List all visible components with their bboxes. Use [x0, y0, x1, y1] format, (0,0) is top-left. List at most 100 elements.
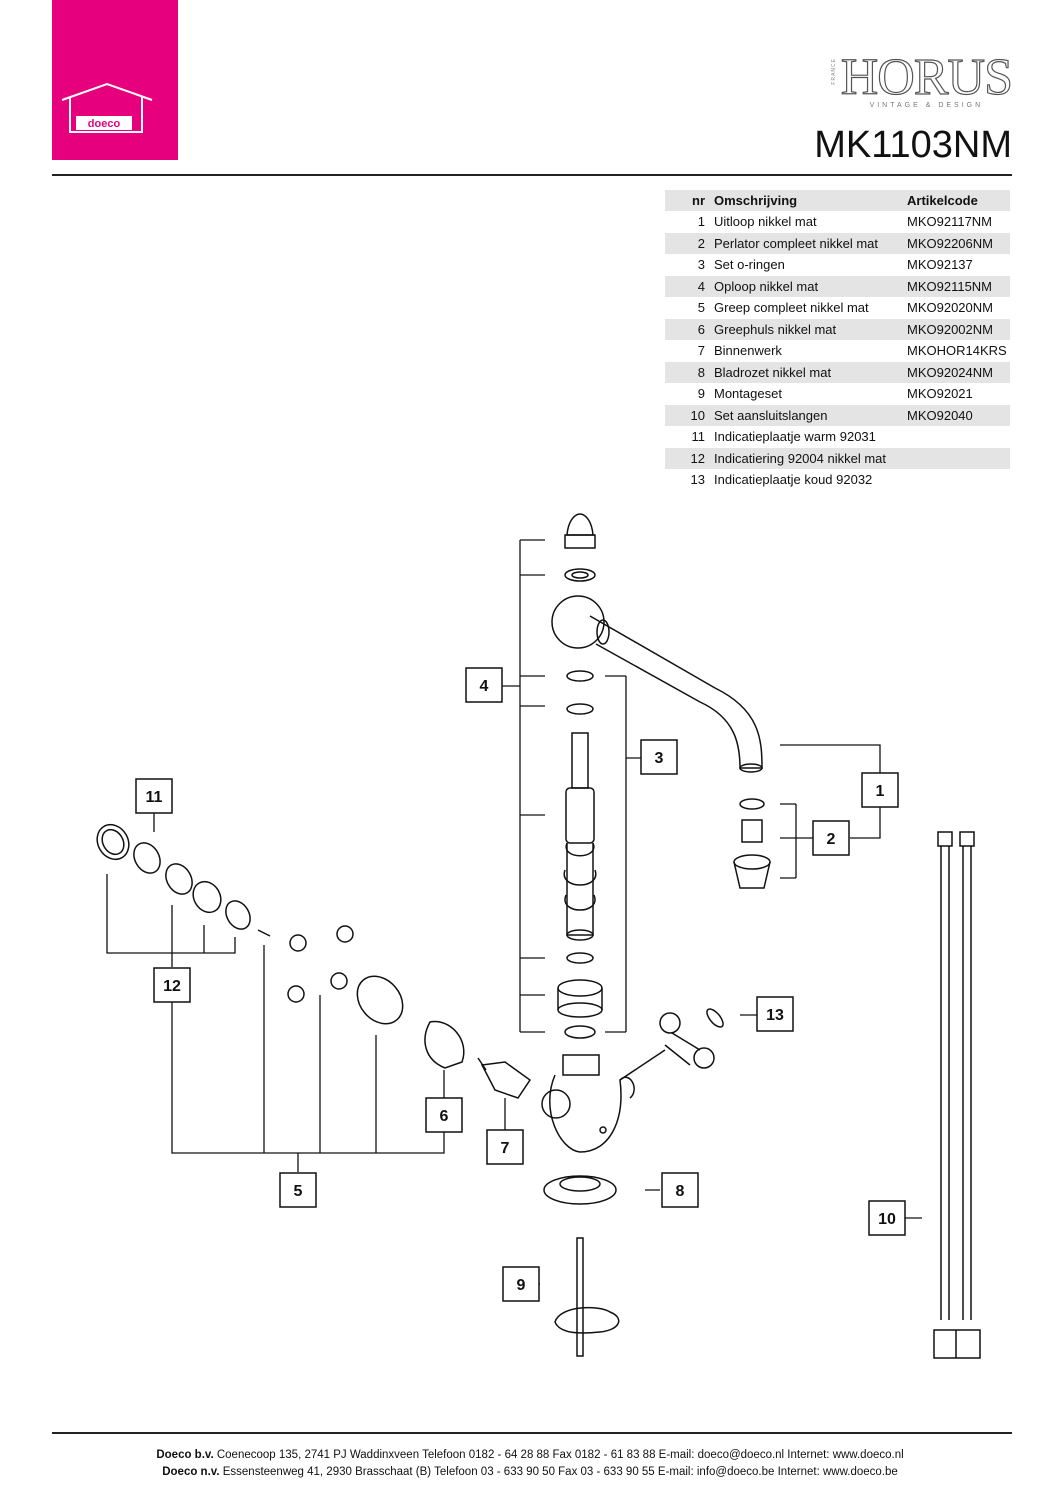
cell-nr: 13 [690, 472, 705, 488]
part-cap-nut [564, 513, 596, 549]
col-header-description: Omschrijving [714, 190, 907, 211]
part-rosette [543, 1175, 617, 1205]
footer-address-nl: Coenecoop 135, 2741 PJ Waddinxveen Telef… [216, 1449, 904, 1461]
cell-code: MKOHOR14KRS [907, 343, 1007, 359]
callout-11: 11 [146, 789, 163, 806]
cell-description: Montageset [714, 386, 782, 402]
cell-description: Set o-ringen [714, 257, 785, 273]
house-logo-icon: doeco [61, 82, 153, 133]
part-cartridge [477, 1057, 532, 1099]
callout-7: 7 [501, 1140, 510, 1157]
brand-name: HORUS [840, 49, 1013, 106]
part-handle-balls [257, 925, 354, 1003]
part-tap-body [541, 1049, 666, 1153]
table-row: 1 Uitloop nikkel mat MKO92117NM [665, 211, 1010, 233]
part-right-handle [659, 1008, 724, 1069]
callout-1: 1 [876, 783, 885, 800]
cell-description: Uitloop nikkel mat [714, 214, 817, 230]
brand-country: FRANCE [830, 58, 837, 85]
col-header-nr: nr [665, 190, 714, 211]
cell-nr: 7 [697, 343, 705, 359]
part-tube [563, 732, 597, 941]
cell-nr: 8 [665, 361, 714, 383]
cell-nr: 1 [697, 214, 705, 230]
footer-divider [52, 1432, 1012, 1434]
part-spout [551, 595, 763, 773]
cell-description: Binnenwerk [714, 343, 782, 359]
part-o-rings [564, 670, 596, 1039]
cell-nr: 4 [665, 275, 714, 297]
cell-code: MKO92137 [907, 257, 973, 273]
callout-2: 2 [827, 831, 836, 848]
footer-company-be: Doeco n.v. [162, 1466, 220, 1478]
cell-description: Oploop nikkel mat [714, 275, 907, 297]
footer-line-nl: Doeco b.v. Coenecoop 135, 2741 PJ Waddin… [0, 1447, 1060, 1464]
leader-lines [106, 539, 922, 1285]
part-hoses [933, 831, 981, 1359]
cell-nr: 9 [697, 386, 705, 402]
callout-4: 4 [480, 678, 489, 695]
cell-description: Greephuls nikkel mat [714, 318, 907, 340]
part-indicator-rings [96, 823, 251, 930]
cell-code: MKO92024NM [907, 361, 1010, 383]
callout-6: 6 [440, 1108, 449, 1125]
part-washer [564, 568, 596, 582]
table-row: 3 Set o-ringen MKO92137 [665, 254, 1010, 276]
part-aerator [733, 798, 771, 889]
cell-description: Bladrozet nikkel mat [714, 361, 907, 383]
callout-boxes [135, 667, 906, 1302]
cell-code: MKO92206NM [907, 232, 1010, 254]
part-mounting-set [554, 1237, 620, 1357]
part-nut [557, 979, 603, 1018]
cell-description: Indicatieplaatje warm 92031 [714, 429, 876, 445]
footer-address-be: Essensteenweg 41, 2930 Brasschaat (B) Te… [222, 1466, 898, 1478]
logo-text: doeco [88, 118, 121, 130]
horus-brand: FRANCE HORUS VINTAGE & DESIGN [831, 49, 1014, 109]
cell-code: MKO92040 [907, 404, 1010, 426]
cell-code [907, 426, 1010, 448]
model-number: MK1103NM [814, 124, 1012, 166]
part-handle-sleeve [356, 975, 465, 1069]
callout-3: 3 [655, 750, 664, 767]
cell-code: MKO92117NM [907, 214, 993, 230]
callout-8: 8 [676, 1183, 685, 1200]
cell-nr: 6 [665, 318, 714, 340]
cell-description: Indicatieplaatje koud 92032 [714, 472, 873, 488]
cell-code [907, 447, 1010, 469]
brand-tagline: VINTAGE & DESIGN [869, 102, 984, 109]
callout-10: 10 [878, 1211, 896, 1228]
callout-13: 13 [766, 1007, 784, 1024]
footer-line-be: Doeco n.v. Essensteenweg 41, 2930 Brassc… [0, 1464, 1060, 1481]
exploded-view-diagram: 1 2 3 4 5 6 7 8 9 10 11 12 13 [96, 513, 981, 1359]
cell-code: MKO92020NM [907, 300, 993, 316]
callout-9: 9 [517, 1277, 526, 1294]
cell-nr: 5 [697, 300, 705, 316]
cell-code [907, 469, 1010, 491]
cell-nr: 3 [697, 257, 705, 273]
table-row: 13 Indicatieplaatje koud 92032 [665, 469, 1010, 491]
table-row: 7 Binnenwerk MKOHOR14KRS [665, 340, 1010, 362]
cell-nr: 12 [665, 447, 714, 469]
col-header-code: Artikelcode [907, 190, 1010, 211]
callout-5: 5 [294, 1183, 303, 1200]
footer: Doeco b.v. Coenecoop 135, 2741 PJ Waddin… [0, 1447, 1060, 1481]
cell-description: Set aansluitslangen [714, 404, 907, 426]
footer-company-nl: Doeco b.v. [156, 1449, 214, 1461]
callout-12: 12 [163, 978, 181, 995]
cell-nr: 10 [665, 404, 714, 426]
parts-table: nr Omschrijving Artikelcode 1 Uitloop nik… [665, 190, 1010, 491]
cell-code: MKO92002NM [907, 318, 1010, 340]
doeco-logo: doeco [52, 0, 178, 160]
cell-description: Indicatiering 92004 nikkel mat [714, 447, 907, 469]
cell-description: Perlator compleet nikkel mat [714, 232, 907, 254]
cell-code: MKO92115NM [907, 275, 1010, 297]
table-header-row: nr Omschrijving Artikelcode [665, 190, 1010, 211]
header-divider [52, 174, 1012, 176]
